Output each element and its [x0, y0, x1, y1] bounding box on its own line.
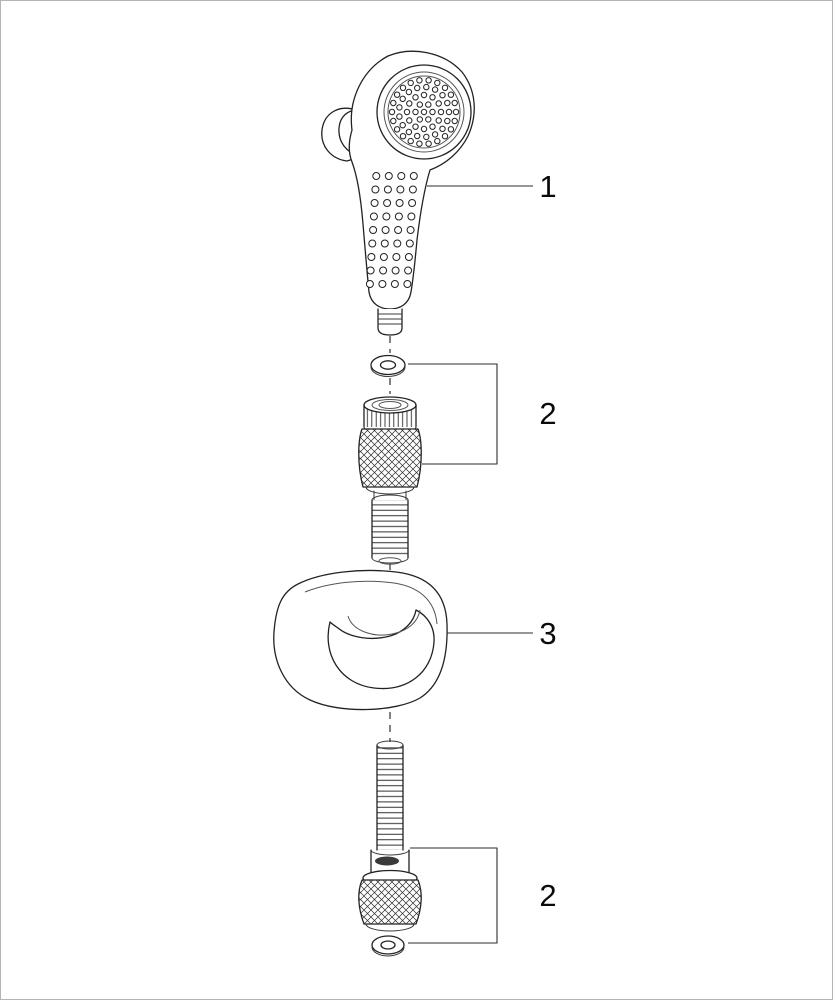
spray-face-ring-2 [387, 75, 461, 149]
hose-connection-nut [358, 849, 422, 932]
hose-throat-shadow [375, 856, 399, 866]
bracket-2-bottom [408, 847, 498, 944]
callout-label-1: 1 [539, 169, 556, 204]
callout-label-2-bottom: 2 [539, 878, 556, 913]
shower-hose [376, 740, 404, 851]
inlet-nipple [377, 308, 403, 336]
handle-holes [365, 172, 418, 288]
spray-nozzle-dots [388, 77, 460, 147]
bracket-2-top [408, 363, 498, 465]
callout-label-2-top: 2 [539, 396, 556, 431]
seal-washer-bottom [371, 935, 405, 957]
connection-nut-top [358, 396, 422, 565]
wall-holder [273, 569, 448, 711]
hose-end-top [371, 494, 409, 565]
holder-cradle [327, 609, 435, 690]
spray-face-inner-ring [383, 71, 465, 153]
callout-label-3: 3 [539, 616, 556, 651]
hand-shower [321, 50, 475, 336]
seal-washer-top [370, 354, 406, 377]
